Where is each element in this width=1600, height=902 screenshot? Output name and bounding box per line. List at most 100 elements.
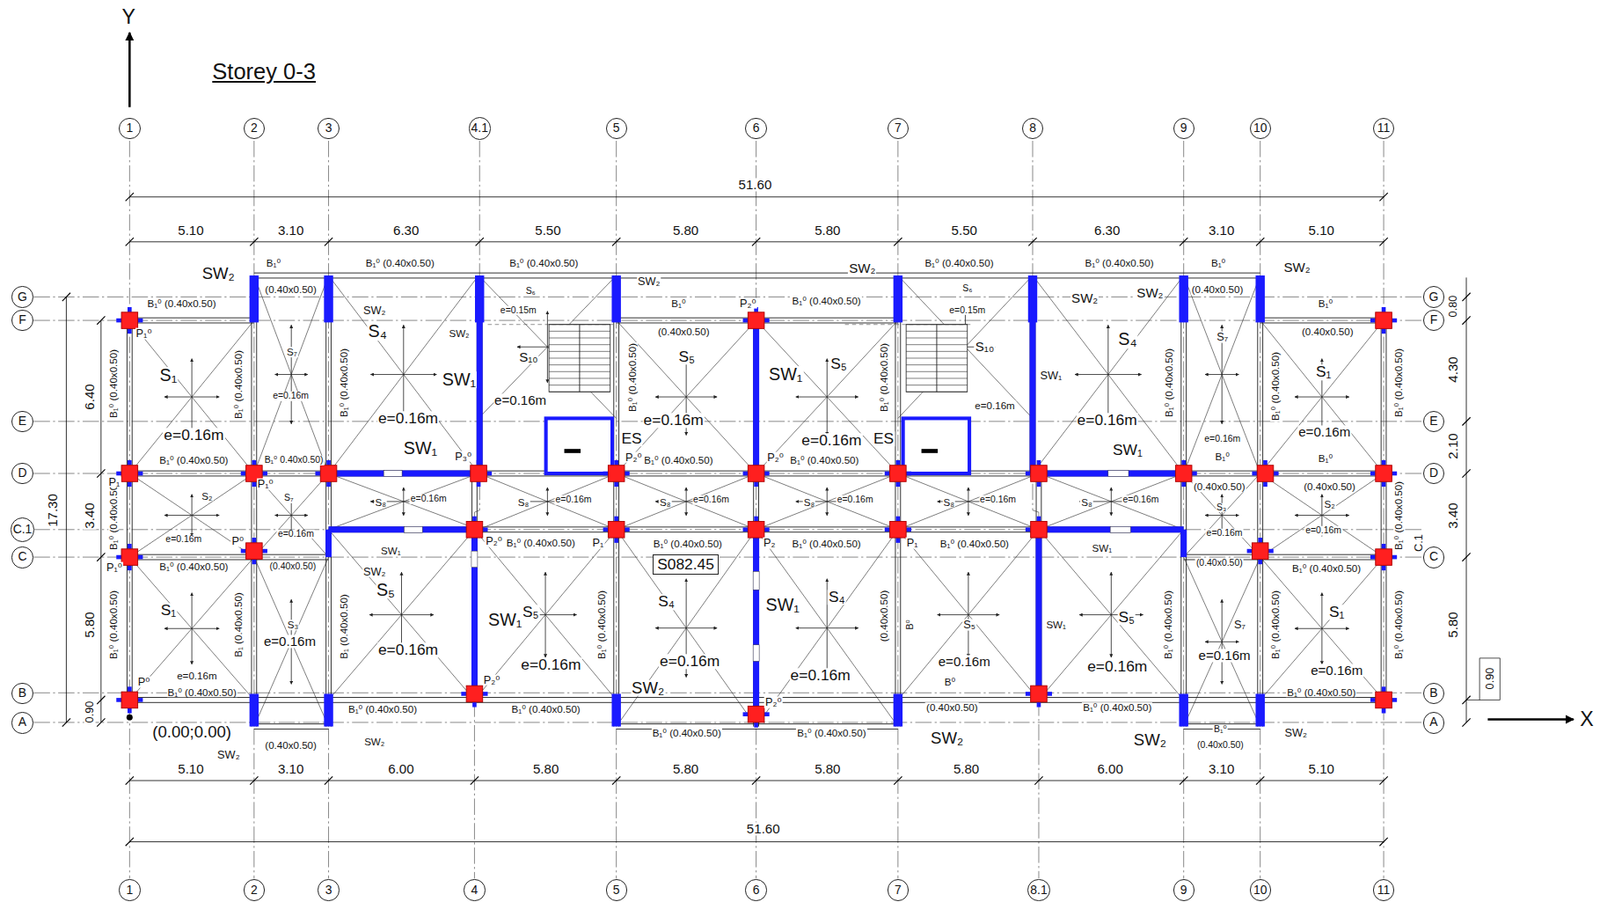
beam-tag: (0.40x0.50) [1195,558,1244,568]
grid-bubble: 6 [745,878,767,900]
line [33,420,1423,422]
beam-tag: B₁⁰ (0.40x0.50) [1084,258,1155,270]
line [1461,717,1470,726]
slab-tag: S₁₀ [974,340,995,354]
wall-tag: SW₁ [765,596,801,614]
grid-bubble: 8.1 [1027,878,1050,901]
slab-tag: S₇ [283,493,295,503]
grid-label: 8 [1029,122,1037,135]
slab-tag: S₇ [1233,619,1247,631]
column-tag: P⁰ [230,534,245,547]
dimension-value: 0.80 [1447,294,1460,319]
line [328,529,475,701]
column-square [1251,542,1269,560]
wall-tag: SW₂ [630,679,665,697]
column-tab [1391,471,1397,476]
line [328,529,475,701]
beam-tag: B₁⁰ (0.40x0.50) [108,589,119,660]
grid-label: 6 [752,122,760,135]
origin-dot [126,714,133,721]
line [752,237,760,246]
line [898,473,1039,530]
line [967,487,969,516]
line [893,275,903,322]
line [474,529,616,701]
grid-label: G [1428,291,1439,304]
grid-label: 1 [125,884,133,897]
grid-label: 6 [752,884,760,897]
wall-tag: SW₂ [201,265,236,283]
line [1466,277,1468,723]
grid-label: A [18,715,27,729]
dimension-value: 5.80 [813,761,841,775]
line [125,837,134,846]
grid-bubble: 9 [1173,117,1195,139]
grid-bubble: D [1423,462,1445,484]
line [1260,317,1384,319]
wall-tag: SW₁ [402,440,439,459]
wall-tag: SW₁ [1091,542,1114,554]
beam-tag: (0.40x0.50) [1190,284,1245,296]
grid-label: D [1429,467,1439,480]
line [899,275,901,727]
column-tab [252,537,257,543]
beam-tag: B₁⁰ (0.40x0.50) [789,454,860,466]
slab-tag: S₈ [942,496,957,508]
line [1183,140,1184,878]
grid-bubble: 3 [317,878,339,900]
column-tab [753,460,759,466]
slab-thickness: e=0.16m [692,495,731,505]
slab-tag: S₁₀ [518,350,539,364]
column-tag: P₂⁰ [624,451,643,463]
column-square [607,465,625,483]
grid-label: 8.1 [1030,884,1047,897]
grid-bubble: 5 [606,878,628,900]
column-tab [1181,460,1186,466]
slab-tag: S₁ [1315,365,1332,380]
column-tab [138,697,144,702]
slab-tag: S₃ [1215,502,1228,512]
line [33,320,1423,322]
slab-thickness: e=0.16m [800,432,863,448]
slab-thickness: e=0.16m [1121,495,1160,505]
beam-tag: (0.40x0.50) [263,284,318,296]
slab-thickness: e=0.15m [948,305,987,315]
line [1038,470,1184,477]
slab-thickness: e=0.16m [937,654,992,668]
line [1110,487,1112,516]
column-tab [896,537,901,543]
line [1107,324,1109,424]
line [476,296,483,474]
column-tab [326,481,331,487]
column-tab [241,548,247,554]
dimension-value: 5.10 [176,761,205,775]
column-tab [764,526,770,532]
column-square [466,685,483,702]
dimension-value: 51.60 [745,821,782,835]
column-tab [743,471,749,476]
column-tab [127,564,132,570]
dimension-value: 0.90 [84,699,96,724]
line [1180,275,1182,727]
line [474,529,616,701]
dimension-value: 5.10 [1307,761,1336,775]
line [488,323,617,325]
grid-bubble: G [11,285,33,307]
column-tab [753,701,759,707]
column-tab [472,701,477,708]
column [1370,306,1397,334]
wall-tag: SW₂ [362,565,388,578]
line [254,556,329,726]
column [743,460,770,487]
beam-tag: B₁⁰ (0.40x0.50) [939,539,1010,550]
column-tab [603,526,609,532]
beam-tag: B₁⁰ (0.40x0.50) [108,480,119,551]
column-tab [764,711,770,716]
line [1260,320,1384,474]
line [1385,320,1387,700]
line [1032,275,1184,474]
column-square [1375,465,1393,483]
column-tab [613,460,619,466]
beam-tag: B₁⁰ (0.40x0.50) [652,539,724,550]
grid-bubble: 6 [745,117,767,139]
